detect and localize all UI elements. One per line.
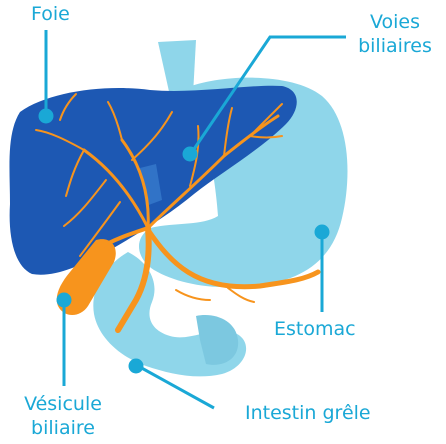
label-voies-biliaires: Voies biliaires xyxy=(352,10,438,58)
label-vesicule-line1: Vésicule xyxy=(24,393,102,415)
label-intestin-text: Intestin grêle xyxy=(245,402,371,424)
esophagus-shape xyxy=(158,40,196,100)
leader-dot-estomac xyxy=(314,224,330,240)
leader-dot-intestin xyxy=(128,358,144,374)
label-voies-line2: biliaires xyxy=(358,35,432,57)
intestine-loop xyxy=(196,315,239,365)
gallbladder-shape xyxy=(56,239,116,315)
label-vesicule-line2: biliaire xyxy=(31,417,95,439)
leader-dot-vesicule xyxy=(56,292,72,308)
leader-voies xyxy=(190,35,346,153)
label-estomac: Estomac xyxy=(274,317,356,341)
label-intestin-grele: Intestin grêle xyxy=(245,401,371,425)
leader-intestin xyxy=(137,364,215,410)
label-foie: Foie xyxy=(31,2,70,26)
leader-dot-voies xyxy=(182,146,198,162)
label-vesicule-biliaire: Vésicule biliaire xyxy=(14,392,112,440)
leader-dot-foie xyxy=(38,108,54,124)
label-foie-text: Foie xyxy=(31,3,70,25)
stomach-shape xyxy=(138,77,348,288)
label-voies-line1: Voies xyxy=(369,11,420,33)
leader-lines xyxy=(38,30,346,410)
label-estomac-text: Estomac xyxy=(274,318,356,340)
